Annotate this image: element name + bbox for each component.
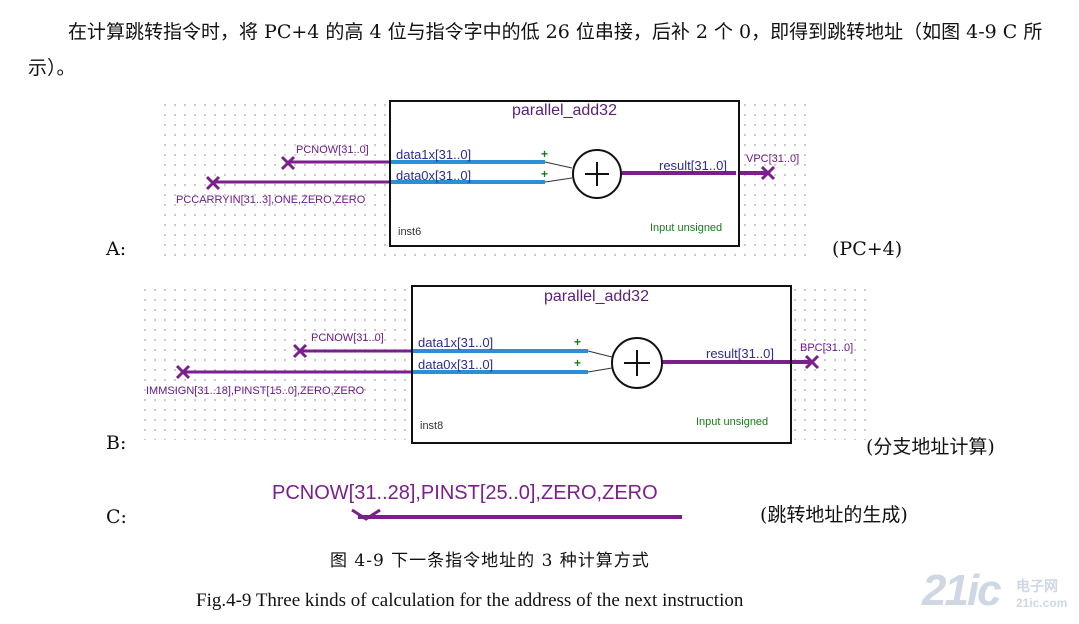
diagram-b-port-in1: data1x[31..0]: [418, 335, 494, 350]
diagram-b-port-out: result[31..0]: [706, 346, 774, 361]
diagram-a-note: (PC+4): [832, 238, 903, 260]
diagram-a-port-in1: data1x[31..0]: [396, 147, 472, 162]
watermark-logo: 21ic 电子网 21ic.com: [922, 566, 1067, 616]
intro-paragraph: 在计算跳转指令时，将 PC+4 的高 4 位与指令字中的低 26 位串接，后补 …: [28, 21, 1043, 79]
diagram-b-note: (分支地址计算): [866, 436, 995, 458]
diagram-a-label: A:: [106, 238, 127, 260]
diagram-b-signal-in1: PCNOW[31..0]: [311, 332, 384, 344]
diagram-a-plus-1: +: [541, 147, 549, 161]
diagram-b-pin-x-0: [175, 364, 191, 380]
diagram-c-signal: PCNOW[31..28],PINST[25..0],ZERO,ZERO: [272, 482, 658, 504]
diagram-a-signal-out: VPC[31..0]: [746, 153, 800, 165]
diagram-b-signal-out: BPC[31..0]: [800, 342, 854, 354]
diagram-a-block-title: parallel_add32: [512, 102, 617, 119]
diagram-b-plus-1: +: [574, 335, 582, 349]
diagram-b-plus-0: +: [574, 356, 582, 370]
diagram-a-pin-x-0: [205, 175, 221, 191]
diagram-a-signal-in0: PCCARRYIN[31..3],ONE,ZERO,ZERO: [176, 194, 366, 206]
diagram-b-signal-in0: IMMSIGN[31..18],PINST[15..0],ZERO,ZERO: [146, 385, 365, 397]
diagram-c-label: C:: [106, 506, 127, 528]
diagram-b-block-title: parallel_add32: [544, 288, 649, 305]
diagram-a-port-out: result[31..0]: [659, 158, 727, 173]
figure-caption-english: Fig.4-9 Three kinds of calculation for t…: [196, 590, 744, 611]
diagram-b-label: B:: [106, 432, 127, 454]
diagram-a-plus-0: +: [541, 167, 549, 181]
diagram-c-note: (跳转地址的生成): [760, 504, 908, 526]
diagram-b-adder-block: [411, 285, 792, 444]
diagram-a-signal-in1: PCNOW[31..0]: [296, 144, 369, 156]
diagram-b-pin-x-out: [804, 354, 820, 370]
diagram-a-port-in0: data0x[31..0]: [396, 168, 472, 183]
diagram-b-mode: Input unsigned: [696, 416, 769, 428]
diagram-a-instance: inst6: [398, 226, 422, 238]
diagram-a-pin-x-out: [760, 165, 776, 181]
diagram-b-instance: inst8: [420, 420, 444, 432]
diagram-b-port-in0: data0x[31..0]: [418, 357, 494, 372]
diagram-b-adder-symbol: [611, 337, 663, 389]
diagram-b-pin-x-1: [292, 343, 308, 359]
diagram-a-adder-symbol: [572, 149, 622, 199]
watermark-main: 21ic: [922, 566, 1002, 615]
figure-caption-chinese: 图 4-9 下一条指令地址的 3 种计算方式: [330, 551, 650, 571]
watermark-sub1: 电子网: [1016, 578, 1058, 594]
diagram-a-mode: Input unsigned: [650, 222, 723, 234]
watermark-sub2: 21ic.com: [1016, 596, 1068, 610]
diagram-a-pin-x-1: [280, 155, 296, 171]
